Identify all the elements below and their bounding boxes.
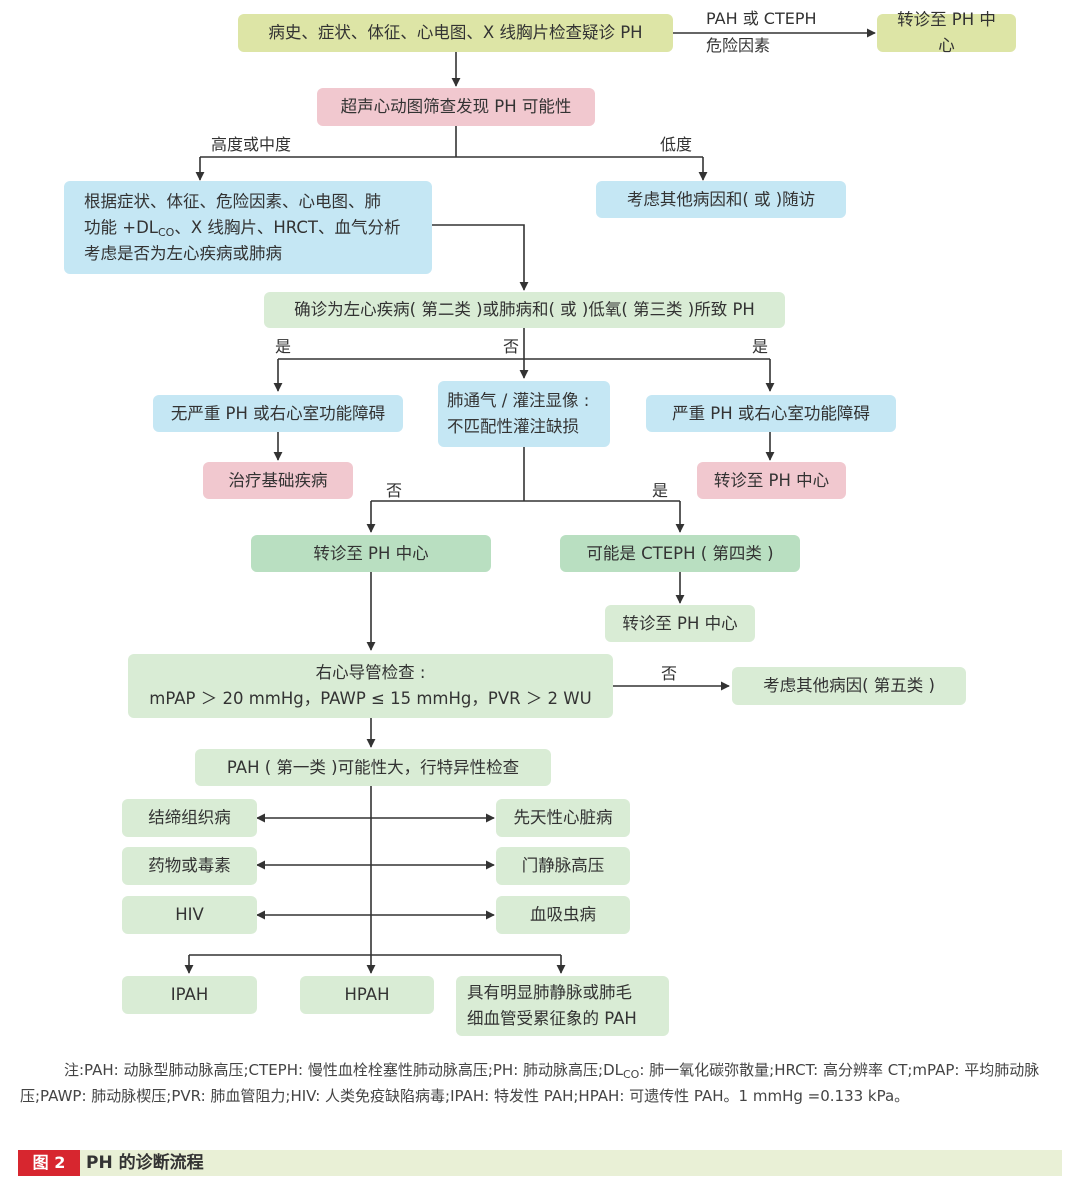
treat-base-node: 治疗基础疾病 xyxy=(203,462,353,499)
evaluation-line-1: 根据症状、体征、危险因素、心电图、肺 xyxy=(84,191,381,211)
refer-right-text: 转诊至 PH 中心 xyxy=(713,470,830,490)
severe-node: 严重 PH 或右心室功能障碍 xyxy=(646,395,896,432)
pvod-line-2: 细血管受累征象的 PAH xyxy=(467,1009,637,1028)
edge-label-risk-factors: 危险因素 xyxy=(706,36,771,55)
start-node-text: 病史、症状、体征、心电图、X 线胸片检查疑诊 PH xyxy=(268,23,643,42)
evaluation-line-2: 功能 +DLCO、X 线胸片、HRCT、血气分析 xyxy=(84,217,401,239)
other-followup-text: 考虑其他病因和( 或 )随访 xyxy=(626,189,816,209)
pah-text: PAH ( 第一类 )可能性大，行特异性检查 xyxy=(226,757,520,777)
pvod-node: 具有明显肺静脉或肺毛 细血管受累征象的 PAH xyxy=(456,976,669,1036)
refer-top-text: 转诊至 PH 中心 xyxy=(897,10,996,55)
echo-text: 超声心动图筛查发现 PH 可能性 xyxy=(340,97,572,116)
edge-label-no-rhc: 否 xyxy=(661,664,678,683)
edge-label-high-moderate: 高度或中度 xyxy=(211,135,292,154)
rhc-node: 右心导管检查 : mPAP ＞ 20 mmHg，PAWP ≤ 15 mmHg，P… xyxy=(128,654,613,718)
no-severe-text: 无严重 PH 或右心室功能障碍 xyxy=(170,403,386,423)
rhc-line-1: 右心导管检查 : xyxy=(315,663,426,682)
cteph-text: 可能是 CTEPH ( 第四类 ) xyxy=(586,543,774,563)
portal-hypertension-node: 门静脉高压 xyxy=(496,847,630,885)
echo-node: 超声心动图筛查发现 PH 可能性 xyxy=(317,88,595,126)
refer-right-node: 转诊至 PH 中心 xyxy=(697,462,846,499)
refer-middle-node: 转诊至 PH 中心 xyxy=(251,535,491,572)
caption-bar xyxy=(18,1150,1062,1176)
refer-top-node: 转诊至 PH 中心 xyxy=(877,10,1016,55)
other-group5-text: 考虑其他病因( 第五类 ) xyxy=(763,676,935,695)
edge-label-low: 低度 xyxy=(660,135,693,154)
pah-node: PAH ( 第一类 )可能性大，行特异性检查 xyxy=(195,749,551,786)
portal-hypertension-text: 门静脉高压 xyxy=(521,856,605,875)
chd-text: 先天性心脏病 xyxy=(513,808,613,827)
start-node: 病史、症状、体征、心电图、X 线胸片检查疑诊 PH xyxy=(238,14,673,52)
hiv-node: HIV xyxy=(122,896,257,934)
hiv-text: HIV xyxy=(175,905,204,924)
confirm-node: 确诊为左心疾病( 第二类 )或肺病和( 或 )低氧( 第三类 )所致 PH xyxy=(264,292,785,328)
severe-text: 严重 PH 或右心室功能障碍 xyxy=(672,403,870,423)
figure-note: 注:PAH: 动脉型肺动脉高压;CTEPH: 慢性血栓栓塞性肺动脉高压;PH: … xyxy=(20,1061,1040,1105)
hpah-node: HPAH xyxy=(300,976,434,1014)
edge-label-yes-left: 是 xyxy=(275,337,292,356)
rhc-line-2: mPAP ＞ 20 mmHg，PAWP ≤ 15 mmHg，PVR ＞ 2 WU xyxy=(149,689,592,708)
treat-base-text: 治疗基础疾病 xyxy=(228,470,328,490)
other-followup-node: 考虑其他病因和( 或 )随访 xyxy=(596,181,846,218)
evaluation-node: 根据症状、体征、危险因素、心电图、肺 功能 +DLCO、X 线胸片、HRCT、血… xyxy=(64,181,432,274)
edge-label-yes-right: 是 xyxy=(752,337,769,356)
refer-cteph-node: 转诊至 PH 中心 xyxy=(605,605,755,642)
drug-toxin-text: 药物或毒素 xyxy=(148,856,231,875)
edge-label-no-vq: 否 xyxy=(386,481,403,500)
ctd-text: 结缔组织病 xyxy=(148,808,231,827)
ctd-node: 结缔组织病 xyxy=(122,799,257,837)
chd-node: 先天性心脏病 xyxy=(496,799,630,837)
edge-label-yes-vq: 是 xyxy=(652,481,669,500)
vq-scan-line-1: 肺通气 / 灌注显像 : xyxy=(447,391,590,410)
drug-toxin-node: 药物或毒素 xyxy=(122,847,257,885)
other-group5-node: 考虑其他病因( 第五类 ) xyxy=(732,667,966,705)
schistosomiasis-text: 血吸虫病 xyxy=(530,905,596,924)
caption-title: PH 的诊断流程 xyxy=(86,1153,204,1173)
confirm-text: 确诊为左心疾病( 第二类 )或肺病和( 或 )低氧( 第三类 )所致 PH xyxy=(294,300,755,319)
hpah-text: HPAH xyxy=(344,985,390,1004)
schistosomiasis-node: 血吸虫病 xyxy=(496,896,630,934)
vq-scan-node: 肺通气 / 灌注显像 : 不匹配性灌注缺损 xyxy=(438,381,610,447)
refer-middle-text: 转诊至 PH 中心 xyxy=(313,543,429,563)
caption-tag: 图 2 xyxy=(18,1150,80,1176)
pvod-line-1: 具有明显肺静脉或肺毛 xyxy=(467,983,632,1002)
edge-label-no-middle: 否 xyxy=(503,337,520,356)
ipah-text: IPAH xyxy=(170,985,209,1004)
edge-label-pah-cteph: PAH 或 CTEPH xyxy=(706,9,817,28)
vq-scan-line-2: 不匹配性灌注缺损 xyxy=(447,417,579,436)
refer-cteph-text: 转诊至 PH 中心 xyxy=(622,613,738,633)
ipah-node: IPAH xyxy=(122,976,257,1014)
no-severe-node: 无严重 PH 或右心室功能障碍 xyxy=(153,395,403,432)
evaluation-line-3: 考虑是否为左心疾病或肺病 xyxy=(84,243,282,263)
cteph-node: 可能是 CTEPH ( 第四类 ) xyxy=(560,535,800,572)
